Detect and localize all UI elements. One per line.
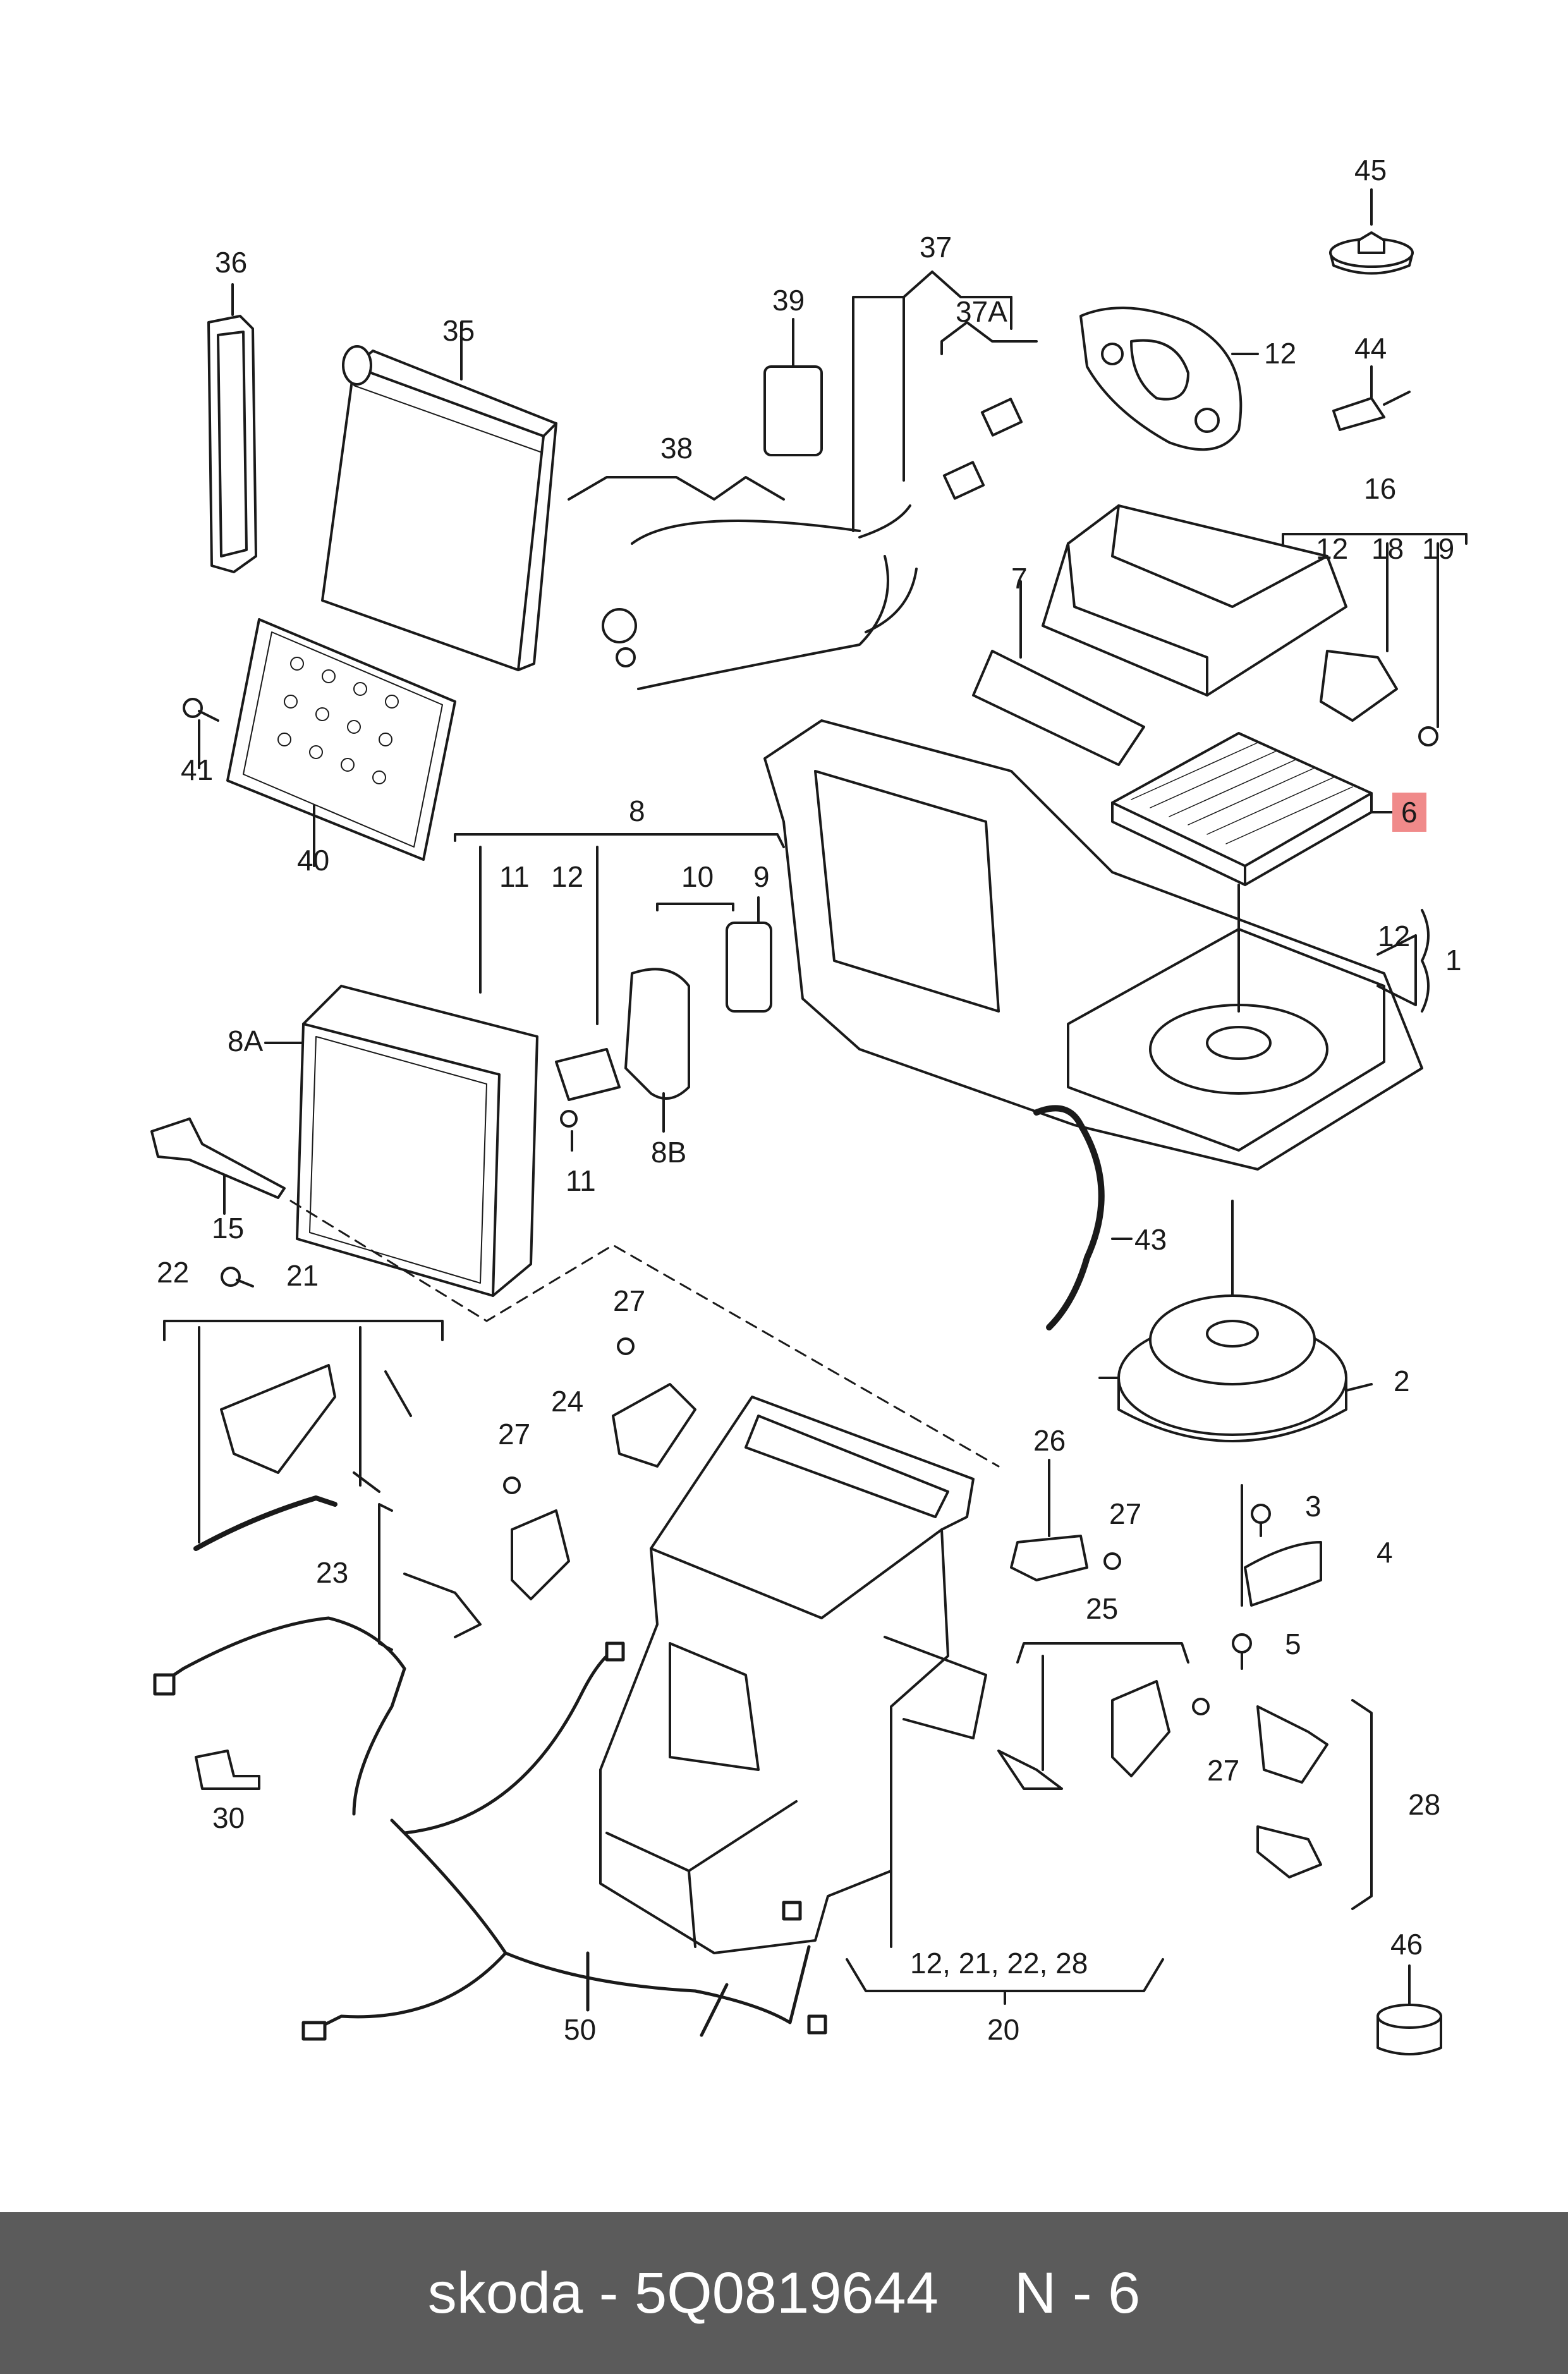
part-8a-evaporator <box>264 985 538 1297</box>
part-12-flange <box>1079 307 1259 451</box>
callout-12: 12 <box>1264 337 1297 370</box>
part-43-hose <box>1033 1105 1133 1330</box>
callout-45: 45 <box>1354 154 1387 186</box>
assembly-dashed-outline <box>289 1200 1000 1468</box>
part-37-38-lines <box>568 271 1038 690</box>
callout-27: 27 <box>498 1418 531 1451</box>
part-2-blower-motor <box>1098 1200 1373 1442</box>
callout-11: 11 <box>566 1164 596 1197</box>
callout-12-21-22-28: 12, 21, 22, 28 <box>910 1947 1088 1980</box>
callout-1: 1 <box>1445 944 1462 977</box>
callout-20: 20 <box>987 2013 1020 2046</box>
callout-10: 10 <box>681 860 714 893</box>
callout-9: 9 <box>753 860 770 893</box>
part-21-24-actuators <box>163 1267 696 1651</box>
callout-4: 4 <box>1377 1536 1393 1569</box>
part-35-heater-core <box>321 321 557 671</box>
callout-28: 28 <box>1408 1788 1441 1821</box>
callout-16: 16 <box>1364 472 1397 505</box>
callout-21: 21 <box>286 1259 319 1292</box>
callout-43: 43 <box>1134 1223 1167 1256</box>
brackets <box>1421 909 1430 1013</box>
part-30-clip <box>195 1750 260 1790</box>
callout-8a: 8A <box>228 1025 264 1057</box>
callout-46: 46 <box>1390 1928 1423 1961</box>
part-20-bracket <box>846 1958 1164 2005</box>
callout-8: 8 <box>629 794 645 827</box>
part-16-air-housing <box>972 504 1468 766</box>
callout-12: 12 <box>1316 532 1349 565</box>
footer-banner: skoda - 5Q0819644 N - 6 <box>0 2212 1568 2374</box>
part-number-text: skoda - 5Q0819644 <box>427 2260 939 2325</box>
callout-27: 27 <box>613 1284 646 1317</box>
callout-18: 18 <box>1371 532 1404 565</box>
part-36-seal <box>207 283 257 573</box>
callout-19: 19 <box>1422 532 1455 565</box>
callout-12: 12 <box>551 860 584 893</box>
part-44-grommet <box>1332 365 1411 431</box>
callout-39: 39 <box>772 284 805 317</box>
part-40-heat-exchanger <box>226 618 456 867</box>
footer-caption: skoda - 5Q0819644 N - 6 <box>0 2212 1568 2374</box>
callout-27: 27 <box>1207 1754 1240 1787</box>
callout-41: 41 <box>181 753 214 786</box>
part-41-screw <box>183 698 219 769</box>
callout-37a: 37A <box>956 295 1007 328</box>
callout-23: 23 <box>316 1556 349 1589</box>
part-6-cabin-filter <box>1111 732 1395 886</box>
callout-37: 37 <box>920 231 952 264</box>
exploded-parts-diagram <box>150 188 1468 2055</box>
callout-24: 24 <box>551 1385 584 1418</box>
reference-text: N - 6 <box>1014 2260 1141 2325</box>
callout-22: 22 <box>157 1256 190 1289</box>
part-45-cap <box>1329 188 1414 275</box>
part-1-main-housing <box>763 719 1423 1171</box>
callout-5: 5 <box>1285 1628 1301 1660</box>
callout-11: 11 <box>499 860 530 893</box>
callout-2: 2 <box>1394 1365 1410 1397</box>
part-50-wiring-harness <box>153 1616 827 2041</box>
callout-15: 15 <box>212 1212 245 1245</box>
part-25-26-28-actuators <box>997 1459 1373 1910</box>
part-3-4-5-hardware <box>1232 1484 1322 1670</box>
callout-7: 7 <box>1011 562 1028 595</box>
callout-27: 27 <box>1109 1497 1142 1530</box>
callout-38: 38 <box>660 432 693 465</box>
callout-12: 12 <box>1378 920 1411 953</box>
part-46-plug <box>1377 1964 1442 2055</box>
part-20-distribution-housing <box>599 1396 987 1954</box>
callout-25: 25 <box>1086 1592 1119 1625</box>
part-8b-expansion-valve <box>454 833 785 1152</box>
callout-6: 6 <box>1392 793 1426 832</box>
callout-8b: 8B <box>651 1136 687 1169</box>
callout-35: 35 <box>442 314 475 347</box>
part-15-bracket <box>150 1117 286 1215</box>
callout-40: 40 <box>297 844 330 877</box>
callout-30: 30 <box>212 1801 245 1834</box>
callout-50: 50 <box>564 2013 597 2046</box>
callout-36: 36 <box>215 246 248 279</box>
callout-26: 26 <box>1033 1424 1066 1457</box>
callout-44: 44 <box>1354 332 1387 365</box>
callout-3: 3 <box>1305 1490 1322 1523</box>
